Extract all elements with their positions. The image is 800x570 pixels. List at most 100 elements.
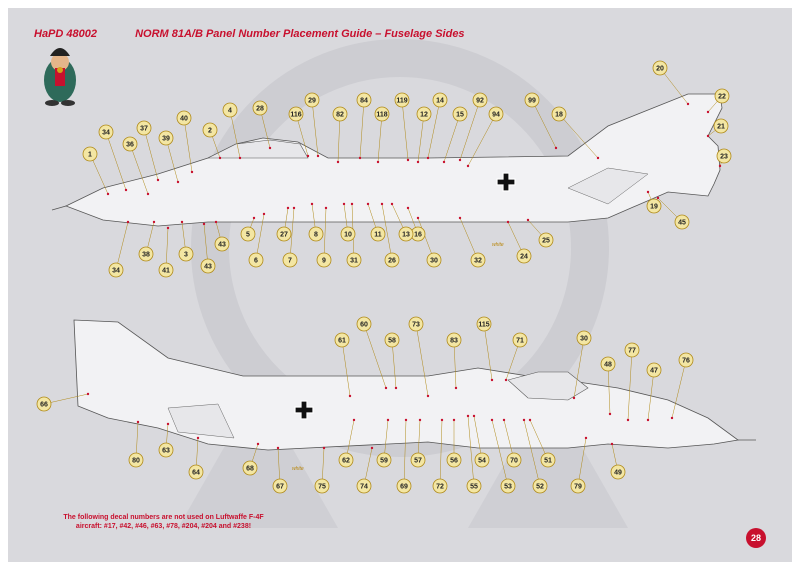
bottom-callout-number: 51 (544, 457, 552, 464)
bottom-callout-badge (188, 464, 204, 480)
sheet-title: NORM 81A/B Panel Number Placement Guide … (135, 28, 465, 40)
top-leader-line (229, 109, 241, 159)
top-callout-badge (276, 226, 292, 242)
top-target-dot (252, 216, 256, 220)
top-callout-number: 2 (208, 127, 212, 134)
bottom-callout-badge (446, 452, 462, 468)
top-callout-badge (524, 92, 540, 108)
product-code: HaPD 48002 (34, 28, 97, 40)
top-callout-number: 27 (280, 231, 288, 238)
top-callout-number: 45 (678, 219, 686, 226)
bottom-callout-badge (410, 452, 426, 468)
top-callout-badge (98, 124, 114, 140)
bottom-target-dot (608, 412, 612, 416)
top-target-dot (214, 220, 218, 224)
bottom-leader-line (573, 337, 585, 399)
top-callout-badge (200, 258, 216, 274)
bottom-leader-line (627, 349, 633, 421)
top-callout-badge (332, 106, 348, 122)
bottom-target-dot (626, 418, 630, 422)
top-callout-number: 118 (376, 111, 387, 118)
top-leader-line (323, 207, 327, 261)
top-leader-line (183, 117, 193, 173)
bottom-target-dot (502, 418, 506, 422)
bottom-callout-number: 52 (536, 483, 544, 490)
top-target-dot (190, 170, 194, 174)
top-callout-number: 34 (112, 267, 120, 274)
top-callout-number: 12 (420, 111, 428, 118)
bottom-callout-number: 59 (380, 457, 388, 464)
bottom-callout-number: 75 (318, 483, 326, 490)
top-callout-number: 30 (430, 257, 438, 264)
bottom-leader-line (403, 419, 407, 487)
top-callout-badge (222, 102, 238, 118)
top-callout-badge (248, 252, 264, 268)
top-callout-number: 1 (88, 151, 92, 158)
top-callout-badge (158, 130, 174, 146)
top-target-dot (376, 160, 380, 164)
top-callout-badge (108, 262, 124, 278)
top-callout-badge (472, 92, 488, 108)
top-target-dot (706, 134, 710, 138)
bottom-callout-badge (334, 332, 350, 348)
top-callout-number: 6 (254, 257, 258, 264)
top-leader-line (417, 217, 435, 261)
top-callout-badge (384, 252, 400, 268)
bottom-callout-badge (610, 464, 626, 480)
top-leader-line (255, 213, 265, 261)
bottom-callout-badge (624, 342, 640, 358)
top-callout-badge (674, 214, 690, 230)
top-target-dot (458, 158, 462, 162)
bottom-callout-number: 80 (132, 457, 140, 464)
bottom-target-dot (256, 442, 260, 446)
top-target-dot (380, 202, 384, 206)
bottom-callout-badge (570, 478, 586, 494)
bottom-callout-number: 63 (162, 447, 170, 454)
bottom-target-dot (322, 446, 326, 450)
top-target-dot (506, 220, 510, 224)
iron-cross-icon (496, 172, 516, 192)
bottom-callout-number: 58 (388, 337, 396, 344)
top-target-dot (416, 160, 420, 164)
top-callout-badge (416, 106, 432, 122)
top-callout-badge (178, 246, 194, 262)
bottom-leader-line (391, 339, 397, 389)
bottom-leader-line (483, 323, 493, 381)
bottom-callout-number: 74 (360, 483, 368, 490)
top-callout-number: 21 (717, 123, 725, 130)
top-callout-badge (136, 120, 152, 136)
top-leader-line (381, 203, 393, 261)
top-callout-number: 116 (290, 111, 301, 118)
top-leader-line (558, 113, 599, 159)
bottom-callout-number: 49 (614, 469, 622, 476)
top-callout-badge (646, 198, 662, 214)
top-target-dot (416, 216, 420, 220)
bottom-callout-badge (384, 332, 400, 348)
top-target-dot (262, 212, 266, 216)
bottom-callout-badge (314, 478, 330, 494)
top-callout-badge (714, 88, 730, 104)
bottom-callout-badge (242, 460, 258, 476)
top-leader-line (467, 113, 497, 167)
top-callout-number: 31 (350, 257, 358, 264)
bottom-target-dot (426, 394, 430, 398)
top-callout-number: 82 (336, 111, 344, 118)
top-callout-badge (538, 232, 554, 248)
top-target-dot (718, 164, 722, 168)
top-callout-badge (122, 136, 138, 152)
top-target-dot (218, 156, 222, 160)
top-callout-number: 18 (555, 111, 563, 118)
top-callout-number: 41 (162, 267, 170, 274)
bottom-callout-badge (600, 356, 616, 372)
bottom-callout-number: 83 (450, 337, 458, 344)
bottom-callout-number: 68 (246, 465, 254, 472)
top-target-dot (406, 206, 410, 210)
top-target-dot (406, 158, 410, 162)
bottom-target-dot (276, 446, 280, 450)
bottom-callout-number: 73 (412, 321, 420, 328)
bottom-leader-line (647, 369, 655, 421)
bottom-leader-line (473, 415, 483, 461)
top-callout-badge (304, 92, 320, 108)
